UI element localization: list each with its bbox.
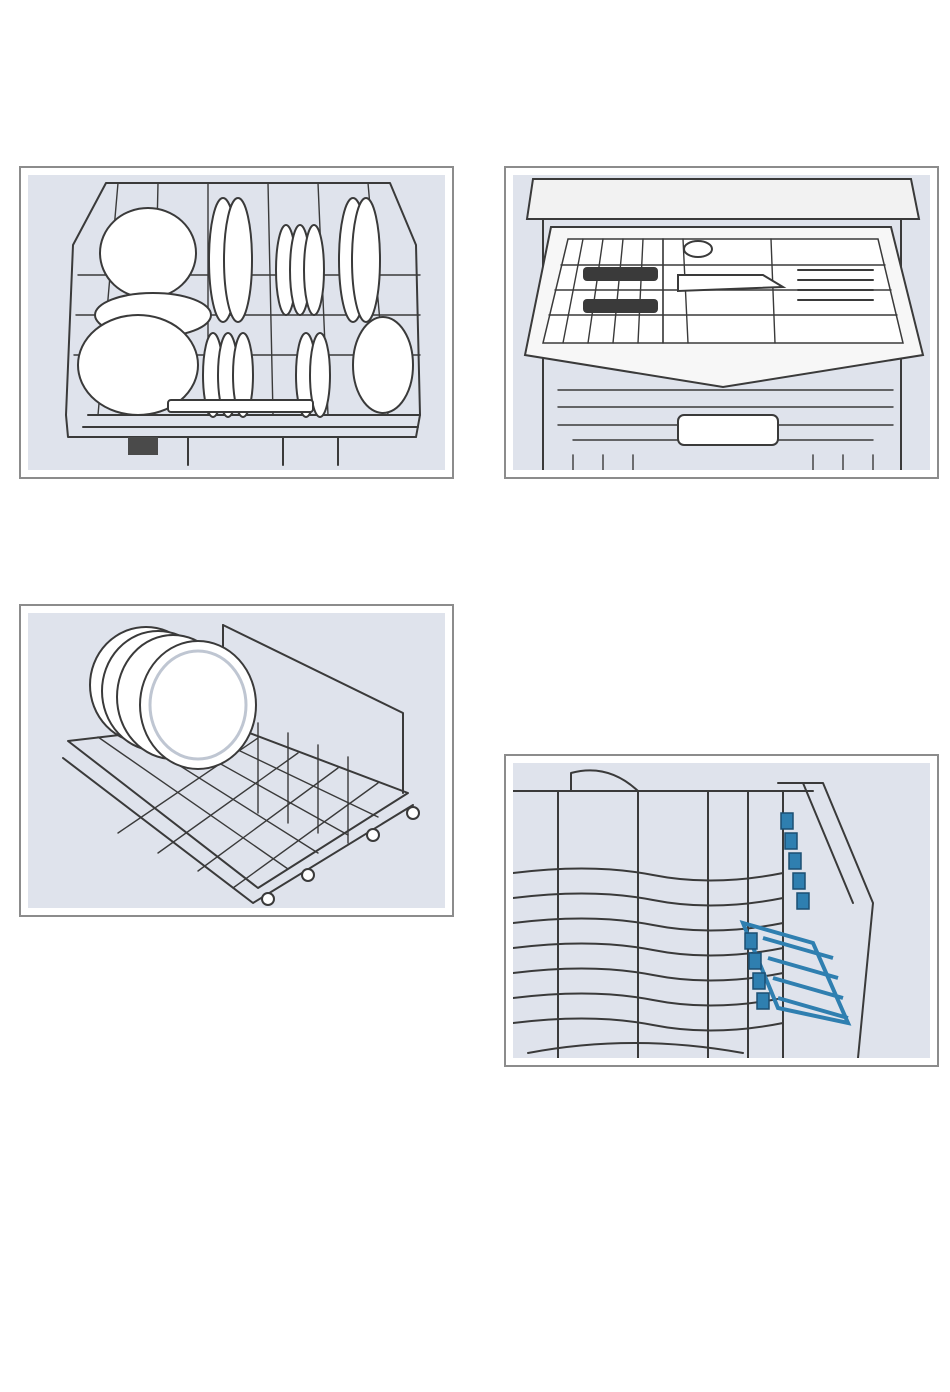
figure-basket-with-plates (19, 604, 454, 917)
third-rack-cutlery-drawer-illustration (513, 175, 930, 470)
lower-basket-with-bowls-and-plates-illustration (28, 175, 445, 470)
upper-rack-with-blue-foldable-tines-illustration (513, 763, 930, 1058)
figure-lower-basket-loaded (19, 166, 454, 479)
figure-rack-with-folding-tines (504, 754, 939, 1067)
lower-basket-with-large-plates-illustration (28, 613, 445, 908)
figure-cutlery-drawer-open (504, 166, 939, 479)
panel-background (513, 763, 930, 1058)
